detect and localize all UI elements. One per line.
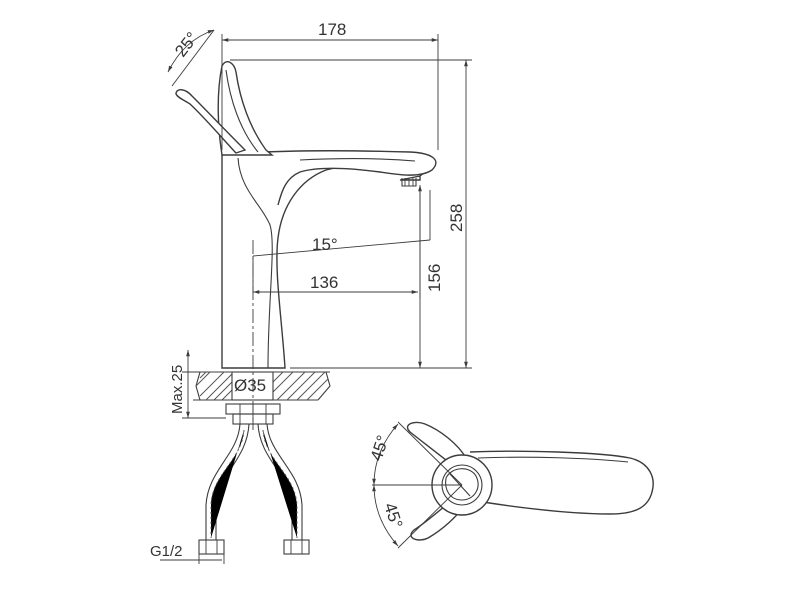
dim-rotation-top: 45° <box>367 433 393 463</box>
top-view-lever <box>469 450 654 515</box>
dim-spout-reach: 136 <box>310 273 338 292</box>
faucet-top-view <box>372 421 654 549</box>
dim-spout-angle: 15° <box>312 235 338 254</box>
handle-lever <box>217 61 274 156</box>
dim-hole-diameter: Ø35 <box>234 376 266 395</box>
dim-thread: G1/2 <box>150 543 183 560</box>
dim-width-total: 178 <box>318 20 346 39</box>
dim-max-deck: Max.25 <box>169 365 186 414</box>
deck-plate <box>193 371 331 425</box>
dim-height-total: 258 <box>447 204 466 232</box>
handle-raised <box>175 89 247 154</box>
spout <box>221 150 437 206</box>
dimension-lines <box>160 29 472 564</box>
dim-handle-angle: 25° <box>171 28 202 60</box>
flexible-hoses <box>198 423 310 555</box>
dim-spout-height: 156 <box>425 264 444 292</box>
faucet-side-view <box>175 61 437 430</box>
